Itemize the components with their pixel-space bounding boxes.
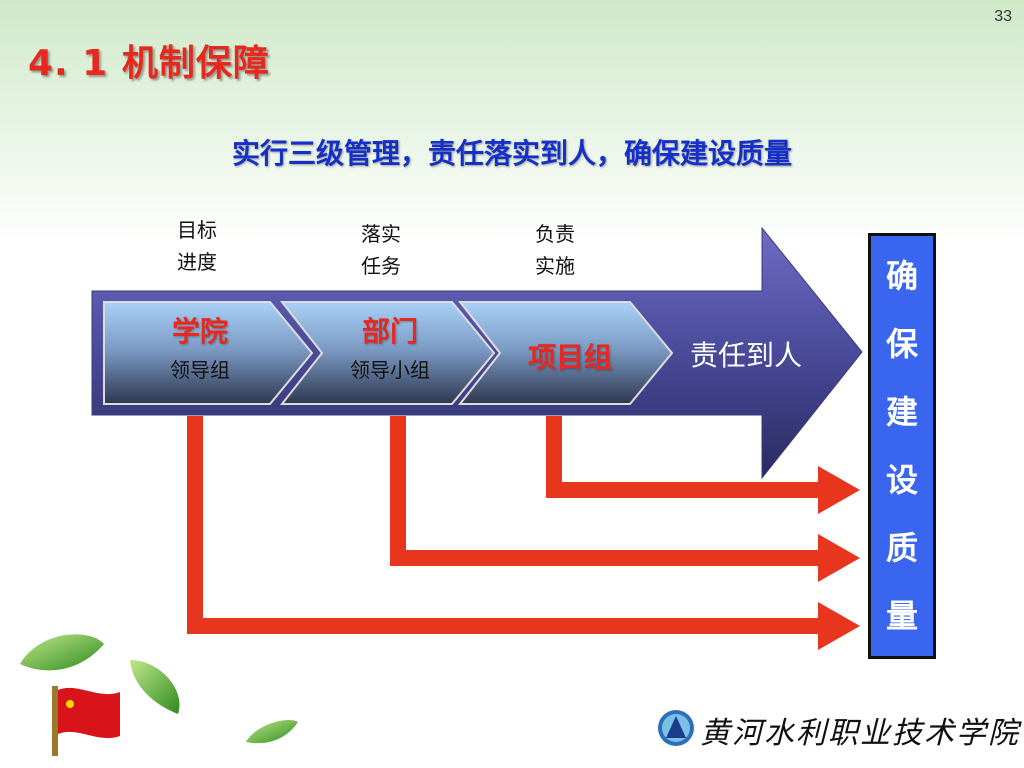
connector-college — [187, 416, 860, 650]
slide-title: 4. 1 机制保障 — [28, 43, 270, 84]
note-college: 目标进度 — [177, 218, 217, 274]
school-logo-icon — [658, 710, 694, 746]
connector-project — [546, 416, 860, 514]
slide-subtitle: 实行三级管理，责任落实到人，确保建设质量 — [231, 137, 792, 170]
box-college-title: 学院 — [171, 315, 228, 348]
note-department: 落实任务 — [361, 222, 401, 278]
box-department-title: 部门 — [361, 315, 418, 348]
school-name: 黄河水利职业技术学院 — [700, 716, 1020, 751]
red-connectors — [187, 416, 860, 650]
leaf-icon — [246, 720, 298, 744]
quality-char: 质 — [885, 529, 918, 567]
box-college-subtitle: 领导组 — [170, 358, 230, 382]
box-department-subtitle: 领导小组 — [350, 358, 430, 382]
chinese-flag-icon — [52, 686, 120, 756]
leaf-icon — [130, 660, 180, 714]
quality-char: 建 — [885, 393, 918, 431]
leaf-icon — [20, 634, 104, 671]
quality-box: 确 保 建 设 质 量 — [868, 233, 936, 659]
connector-department — [390, 416, 860, 582]
page-number: 33 — [994, 8, 1012, 25]
box-project-title: 项目组 — [527, 341, 612, 374]
box-department-shape — [279, 301, 496, 405]
note-project: 负责实施 — [535, 222, 575, 278]
box-department: 部门 领导小组 — [300, 310, 480, 383]
quality-char: 保 — [885, 325, 918, 363]
box-project-shape — [457, 301, 674, 405]
box-college-shape — [103, 301, 314, 405]
box-project: 项目组 — [480, 336, 660, 376]
arrow-label: 责任到人 — [690, 339, 803, 372]
quality-char: 设 — [885, 461, 918, 499]
quality-char: 量 — [885, 597, 918, 635]
box-college: 学院 领导组 — [110, 310, 290, 383]
quality-char: 确 — [885, 257, 918, 295]
